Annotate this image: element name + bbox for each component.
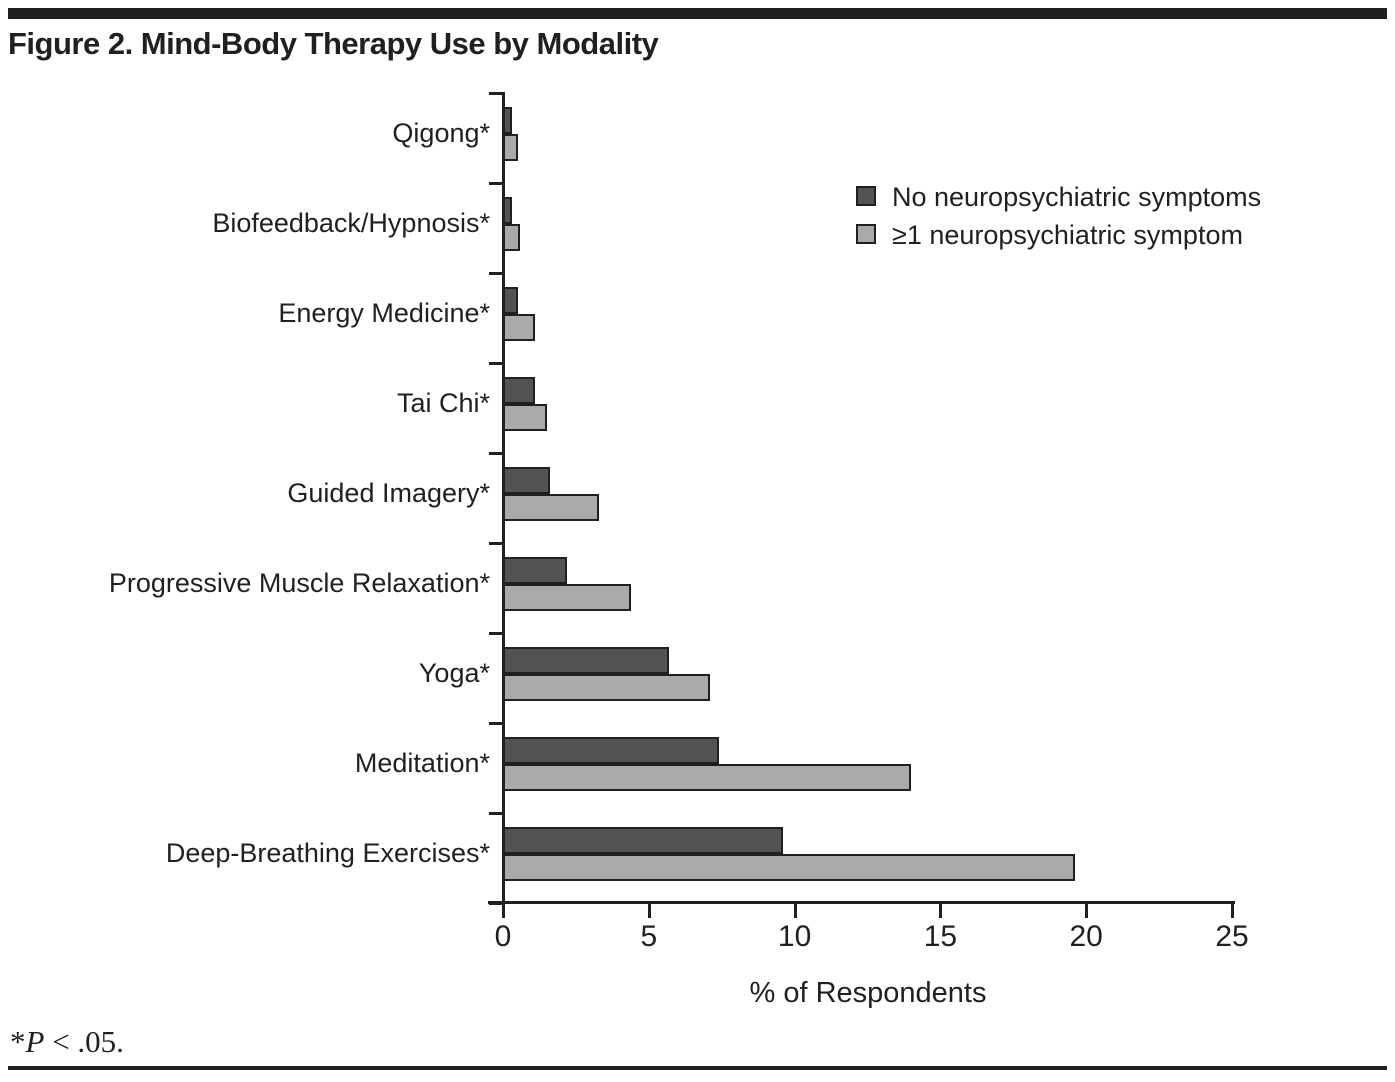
bar-ge1-symptom-9 xyxy=(503,854,1075,881)
legend-swatch-dark xyxy=(856,186,876,206)
x-axis-tick-label: 5 xyxy=(640,920,658,953)
bar-no-symptoms-6 xyxy=(503,557,568,584)
bar-no-symptoms-3 xyxy=(503,287,518,314)
bar-ge1-symptom-8 xyxy=(503,764,912,791)
bar-no-symptoms-7 xyxy=(503,647,670,674)
category-label: Deep-Breathing Exercises* xyxy=(165,838,490,868)
x-axis-title: % of Respondents xyxy=(749,977,987,1009)
bar-ge1-symptom-7 xyxy=(503,674,711,701)
footnote-threshold: < .05. xyxy=(44,1024,124,1059)
y-axis-tick xyxy=(489,362,505,365)
x-axis-tick xyxy=(939,904,943,918)
bar-no-symptoms-9 xyxy=(503,827,783,854)
bar-ge1-symptom-2 xyxy=(503,224,521,251)
top-rule xyxy=(8,8,1387,19)
x-axis-tick xyxy=(793,904,797,918)
bar-no-symptoms-4 xyxy=(503,377,536,404)
category-label: Tai Chi* xyxy=(396,388,490,418)
bar-no-symptoms-8 xyxy=(503,737,719,764)
x-axis-tick-label: 25 xyxy=(1215,920,1249,953)
bar-no-symptoms-5 xyxy=(503,467,550,494)
category-label: Qigong* xyxy=(392,118,490,148)
bar-ge1-symptom-4 xyxy=(503,404,547,431)
category-label: Biofeedback/Hypnosis* xyxy=(212,208,490,238)
x-axis-tick xyxy=(1085,904,1089,918)
y-axis-tick xyxy=(489,632,505,635)
x-axis-tick-label: 15 xyxy=(923,920,958,953)
y-axis-tick xyxy=(489,722,505,725)
y-axis-tick xyxy=(489,272,505,275)
y-axis-tick xyxy=(489,452,505,455)
y-axis-tick xyxy=(489,812,505,815)
bar-no-symptoms-2 xyxy=(503,197,512,224)
footnote-asterisk: * xyxy=(10,1024,26,1059)
x-axis-tick-label: 10 xyxy=(777,920,812,953)
x-axis-tick xyxy=(1231,904,1234,918)
bar-no-symptoms-1 xyxy=(503,107,512,134)
y-axis-tick xyxy=(489,542,505,545)
figure-title: Figure 2. Mind-Body Therapy Use by Modal… xyxy=(8,26,659,61)
x-axis-line xyxy=(488,901,1235,904)
x-axis-tick-label: 0 xyxy=(494,920,512,953)
category-label: Guided Imagery* xyxy=(287,478,490,508)
legend-label: ≥1 neuropsychiatric symptom xyxy=(892,220,1243,250)
y-axis-tick xyxy=(489,182,505,185)
bar-ge1-symptom-3 xyxy=(503,314,536,341)
legend-swatch-light xyxy=(856,224,876,244)
footnote-p-value: P xyxy=(25,1024,45,1059)
legend-label: No neuropsychiatric symptoms xyxy=(892,182,1262,212)
category-label: Progressive Muscle Relaxation* xyxy=(108,568,490,598)
bottom-rule xyxy=(8,1066,1387,1070)
y-axis-tick xyxy=(489,902,505,905)
x-axis-tick xyxy=(647,904,651,918)
category-label: Yoga* xyxy=(418,658,490,688)
y-axis-tick xyxy=(489,92,505,95)
category-label: Meditation* xyxy=(354,748,490,778)
x-axis-tick xyxy=(502,904,505,918)
footnote: *P < .05. xyxy=(10,1024,124,1060)
bar-ge1-symptom-1 xyxy=(503,134,518,161)
bar-ge1-symptom-6 xyxy=(503,584,632,611)
category-label: Energy Medicine* xyxy=(278,298,490,328)
bar-ge1-symptom-5 xyxy=(503,494,600,521)
x-axis-tick-label: 20 xyxy=(1069,920,1103,953)
